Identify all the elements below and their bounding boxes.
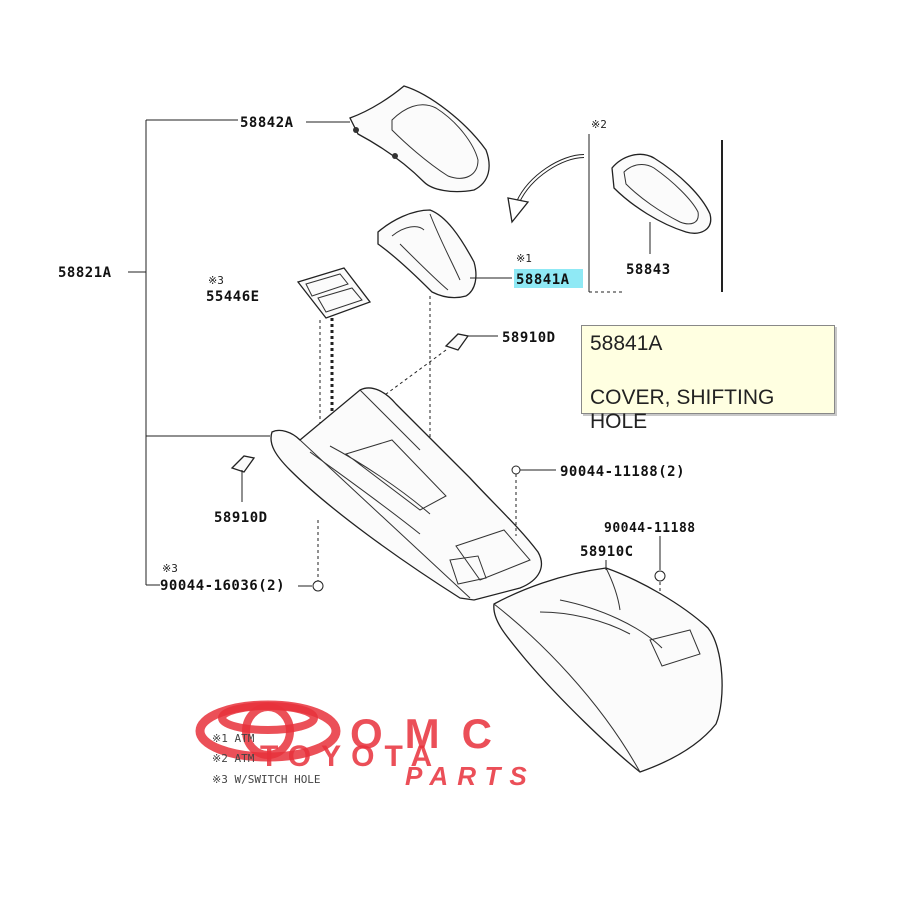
screw-90044-16036-2-icon xyxy=(298,580,324,592)
part-tooltip: 58841A COVER, SHIFTING HOLE xyxy=(581,325,835,433)
label-90044-11188-2[interactable]: 90044-11188(2) xyxy=(560,464,685,480)
clip-58910D-top-icon xyxy=(377,333,498,401)
mark-2-top: ※2 xyxy=(591,118,607,131)
swap-arrow-icon xyxy=(507,154,585,224)
label-58821A[interactable]: 58821A xyxy=(58,265,112,281)
note-1: ※1 ATM xyxy=(212,732,255,745)
label-58842A[interactable]: 58842A xyxy=(240,115,294,131)
part-58910C-shape xyxy=(493,560,723,773)
selected-part-highlight xyxy=(514,269,583,288)
label-58841A[interactable]: 58841A xyxy=(516,272,570,288)
label-58843[interactable]: 58843 xyxy=(626,262,671,278)
clip-58910D-left-icon xyxy=(230,455,256,502)
screw-90044-11188-2-icon xyxy=(511,465,556,536)
mark-3-55446E: ※3 xyxy=(208,274,224,287)
label-58910C[interactable]: 58910C xyxy=(580,544,634,560)
watermark-toyota: TOYOTA xyxy=(260,740,442,773)
part-55446E-shape xyxy=(296,267,372,440)
note-2: ※2 ATM xyxy=(212,752,255,765)
watermark-parts: PARTS xyxy=(405,761,536,791)
label-58910D-left[interactable]: 58910D xyxy=(214,510,268,526)
mark-3-90044: ※3 xyxy=(162,562,178,575)
omc-toyota-watermark: OMC TOYOTA PARTS xyxy=(195,700,536,791)
note-3: ※3 W/SWITCH HOLE xyxy=(212,773,321,786)
toyota-emblem-icon xyxy=(195,700,341,762)
part-58842A-shape xyxy=(306,85,490,193)
label-55446E[interactable]: 55446E xyxy=(206,289,260,305)
assembly-bracket xyxy=(128,119,270,586)
tooltip-description: COVER, SHIFTING HOLE xyxy=(590,386,775,433)
mark-1: ※1 xyxy=(516,252,532,265)
label-90044-16036-2[interactable]: 90044-16036(2) xyxy=(160,578,285,594)
tooltip-part-number: 58841A xyxy=(590,332,663,355)
watermark-omc: OMC xyxy=(350,710,514,757)
label-90044-11188[interactable]: 90044-11188 xyxy=(604,521,696,536)
console-body-shape xyxy=(270,387,543,601)
label-58910D-top[interactable]: 58910D xyxy=(502,330,556,346)
alt-part-group xyxy=(588,134,723,293)
